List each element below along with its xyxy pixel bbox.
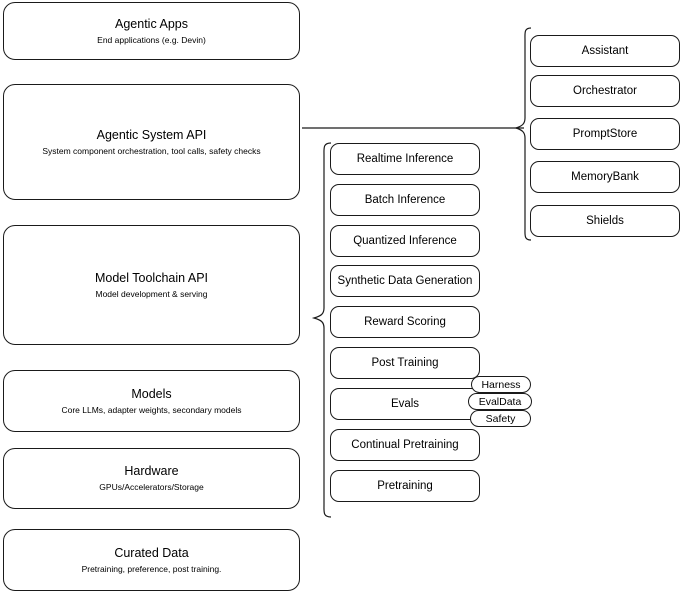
layer-agentic-apps[interactable]: Agentic Apps End applications (e.g. Devi… bbox=[3, 2, 300, 60]
layer-subtitle: Core LLMs, adapter weights, secondary mo… bbox=[61, 404, 242, 415]
eval-pill-label: EvalData bbox=[478, 395, 522, 408]
item-label: Quantized Inference bbox=[353, 235, 457, 247]
brace-system-items bbox=[514, 27, 532, 241]
toolchain-item-synthetic-data-generation[interactable]: Synthetic Data Generation bbox=[330, 265, 480, 297]
system-item-memorybank[interactable]: MemoryBank bbox=[530, 161, 680, 193]
eval-pill-safety[interactable]: Safety bbox=[470, 410, 531, 427]
layer-agentic-system-api[interactable]: Agentic System API System component orch… bbox=[3, 84, 300, 200]
layer-title: Agentic System API bbox=[96, 127, 207, 142]
item-label: Pretraining bbox=[377, 480, 433, 492]
layer-models[interactable]: Models Core LLMs, adapter weights, secon… bbox=[3, 370, 300, 432]
item-label: Orchestrator bbox=[573, 85, 637, 97]
item-label: Shields bbox=[586, 215, 624, 227]
layer-subtitle: End applications (e.g. Devin) bbox=[97, 34, 206, 45]
system-item-promptstore[interactable]: PromptStore bbox=[530, 118, 680, 150]
eval-pill-harness[interactable]: Harness bbox=[471, 376, 531, 393]
toolchain-item-reward-scoring[interactable]: Reward Scoring bbox=[330, 306, 480, 338]
layer-title: Curated Data bbox=[114, 545, 189, 560]
item-label: Assistant bbox=[581, 45, 629, 57]
item-label: Realtime Inference bbox=[356, 153, 454, 165]
layer-title: Model Toolchain API bbox=[94, 270, 209, 285]
item-label: PromptStore bbox=[572, 128, 638, 140]
layer-title: Hardware bbox=[124, 464, 179, 478]
layer-subtitle: Model development & serving bbox=[95, 288, 208, 299]
layer-subtitle: System component orchestration, tool cal… bbox=[42, 145, 261, 156]
system-item-shields[interactable]: Shields bbox=[530, 205, 680, 237]
toolchain-item-pretraining[interactable]: Pretraining bbox=[330, 470, 480, 502]
toolchain-item-continual-pretraining[interactable]: Continual Pretraining bbox=[330, 429, 480, 461]
item-label: Synthetic Data Generation bbox=[337, 275, 473, 287]
item-label: MemoryBank bbox=[571, 171, 639, 183]
layer-subtitle: Pretraining, preference, post training. bbox=[81, 563, 222, 574]
toolchain-item-post-training[interactable]: Post Training bbox=[330, 347, 480, 379]
eval-pill-label: Safety bbox=[485, 412, 516, 425]
item-label: Continual Pretraining bbox=[351, 439, 459, 451]
layer-curated-data[interactable]: Curated Data Pretraining, preference, po… bbox=[3, 529, 300, 591]
eval-pill-label: Harness bbox=[481, 378, 521, 391]
item-label: Post Training bbox=[371, 357, 439, 369]
toolchain-item-evals[interactable]: Evals bbox=[330, 388, 480, 420]
layer-title: Agentic Apps bbox=[115, 16, 188, 31]
eval-pill-evaldata[interactable]: EvalData bbox=[468, 393, 532, 410]
layer-title: Models bbox=[131, 386, 172, 401]
system-item-assistant[interactable]: Assistant bbox=[530, 35, 680, 67]
layer-hardware[interactable]: Hardware GPUs/Accelerators/Storage bbox=[3, 448, 300, 509]
layer-model-toolchain-api[interactable]: Model Toolchain API Model development & … bbox=[3, 225, 300, 345]
item-label: Batch Inference bbox=[364, 194, 446, 206]
toolchain-item-batch-inference[interactable]: Batch Inference bbox=[330, 184, 480, 216]
toolchain-item-realtime-inference[interactable]: Realtime Inference bbox=[330, 143, 480, 175]
item-label: Reward Scoring bbox=[364, 316, 446, 328]
system-item-orchestrator[interactable]: Orchestrator bbox=[530, 75, 680, 107]
item-label: Evals bbox=[390, 398, 420, 410]
toolchain-item-quantized-inference[interactable]: Quantized Inference bbox=[330, 225, 480, 257]
brace-toolchain-items bbox=[311, 142, 332, 518]
layer-subtitle: GPUs/Accelerators/Storage bbox=[99, 482, 204, 492]
